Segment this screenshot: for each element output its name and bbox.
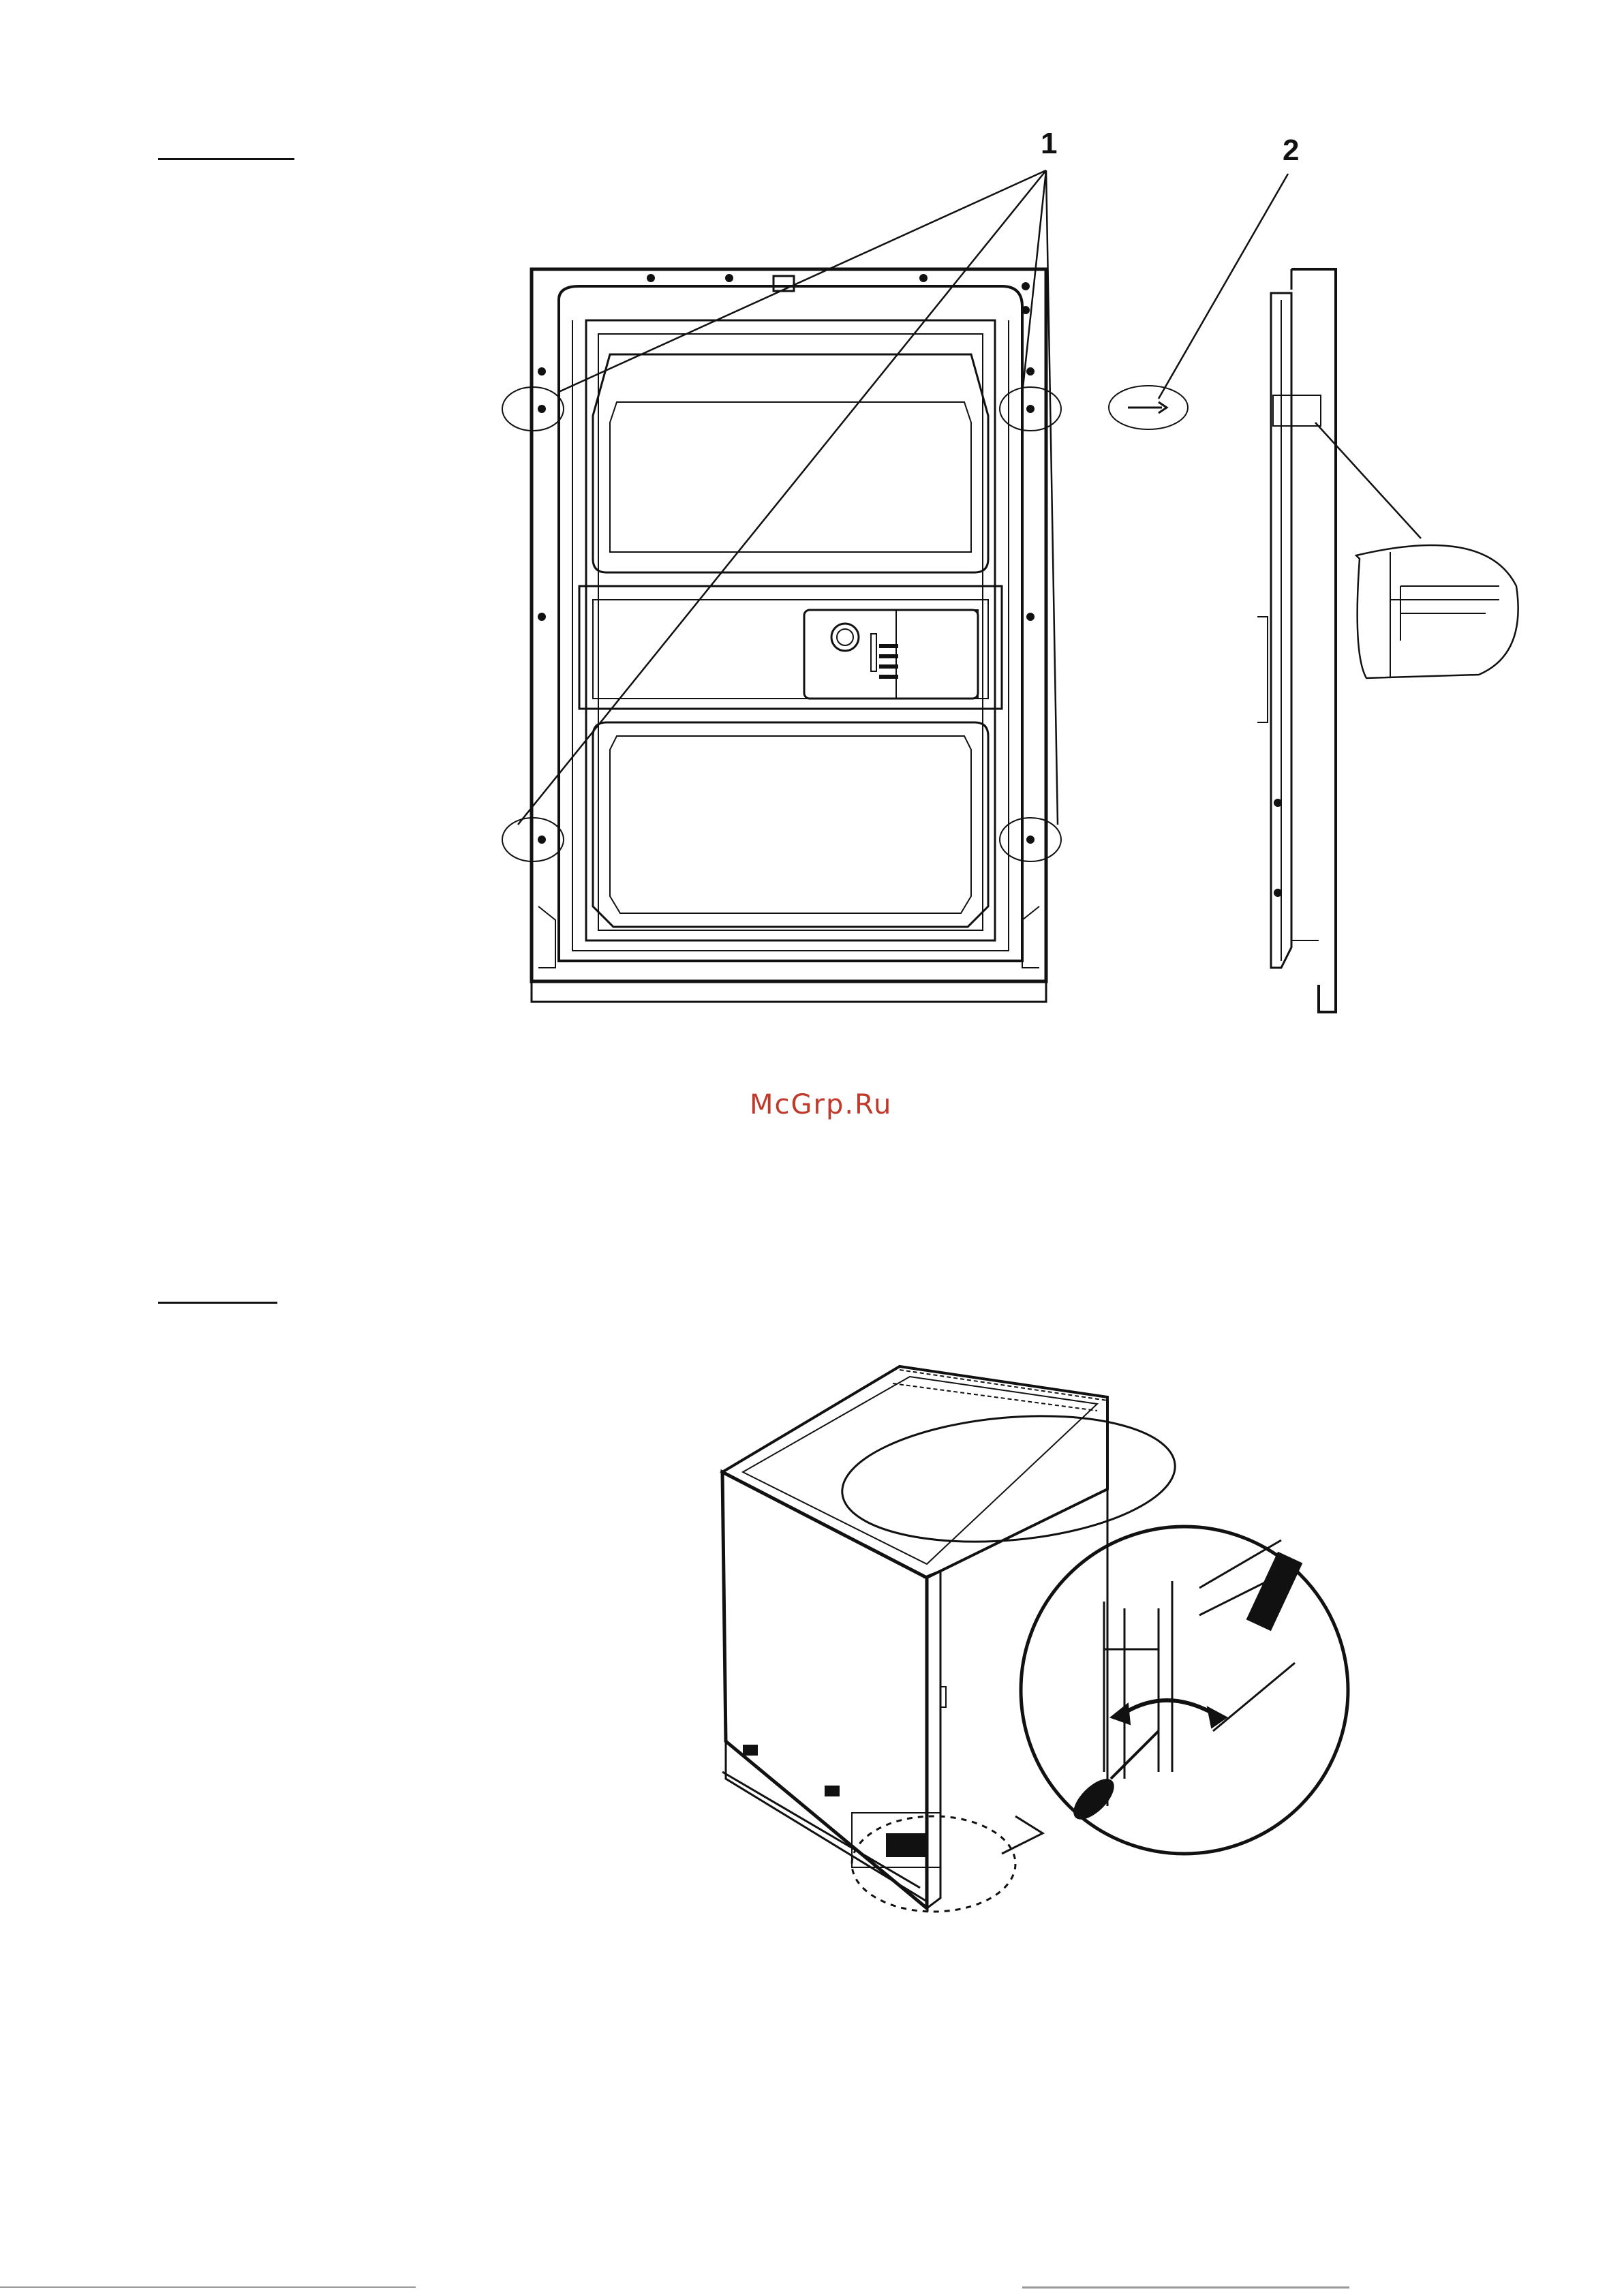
adjustment-area-highlight [852,1816,1015,1912]
screwdriver-shaft [1111,1731,1159,1779]
page-footer-rule [0,2286,1624,2289]
rotation-arrow [1118,1700,1220,1717]
right-side [940,1489,1107,1806]
appliance-top [722,1366,1107,1578]
spray-area-circle [837,1403,1180,1555]
magnified-detail-circle [1021,1527,1348,1854]
screwdriver-handle [1067,1772,1120,1826]
